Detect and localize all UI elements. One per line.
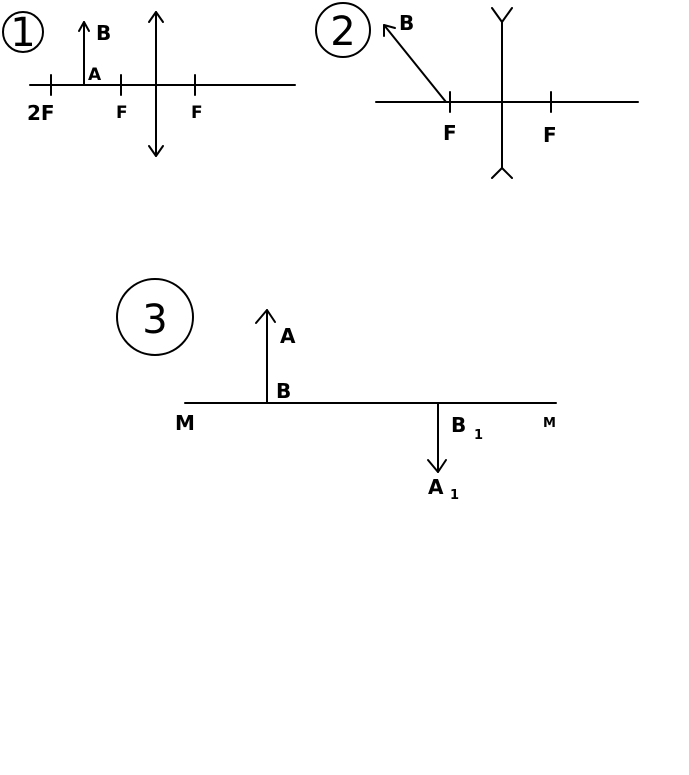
diagram-1-number: 1: [10, 10, 35, 56]
diagram-3-label-a1: A: [428, 475, 444, 499]
diagram-3-label-b1-subscript: 1: [474, 428, 483, 443]
diagram-3-label-b1: B: [451, 413, 466, 437]
diagram-2-lens-top-fork: [491, 7, 513, 23]
diagram-3-image-arrowhead: [427, 459, 447, 473]
diagram-3-label-m-left: M: [175, 411, 195, 435]
diagram-2-label-b: B: [399, 11, 414, 35]
diagram-1-object-arrowhead: [78, 21, 90, 32]
diagram-1-label-2f: 2F: [27, 101, 55, 125]
diagram-2-object-arrowhead: [383, 24, 396, 37]
diagram-3-label-b: B: [276, 379, 291, 403]
diagram-1-label-f-right: F: [191, 103, 203, 123]
diagram-3-label-m-right: M: [543, 416, 556, 431]
diagram-1-label-f-left: F: [116, 103, 128, 123]
diagram-3-number-circle: [116, 278, 194, 356]
diagram-2-number: 2: [330, 9, 355, 55]
diagram-2-label-f-left: F: [443, 121, 457, 145]
diagram-3-object-arrowhead: [255, 309, 276, 324]
diagram-2-object-arrow: [383, 24, 447, 103]
diagram-2-label-f-right: F: [543, 123, 557, 147]
diagram-1-lens-top-arrowhead: [148, 11, 164, 23]
diagram-3: 3 A B M M B 1 A 1: [116, 278, 557, 503]
diagram-1-lens-bottom-arrowhead: [148, 145, 164, 157]
diagram-3-label-a1-subscript: 1: [450, 488, 459, 503]
diagram-3-number: 3: [142, 297, 167, 343]
diagram-3-label-a: A: [280, 324, 296, 348]
diagram-1-label-b: B: [96, 21, 111, 45]
diagram-2: 2 B F F: [315, 2, 639, 179]
diagram-1-label-a: A: [88, 65, 102, 85]
diagram-1: 1 B A 2F F F: [2, 10, 296, 157]
diagram-2-lens-bottom-fork: [491, 167, 513, 179]
diagram-1-number-circle: [2, 11, 44, 53]
diagram-2-number-circle: [315, 2, 371, 58]
